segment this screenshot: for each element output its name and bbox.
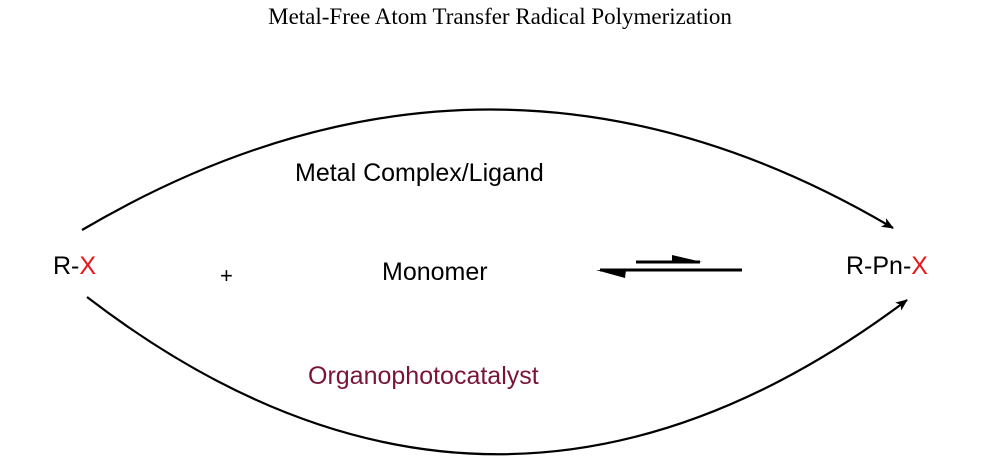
product-rpnx: R-Pn-X [846,252,928,281]
diagram-title: Metal-Free Atom Transfer Radical Polymer… [268,4,732,29]
product-prefix: R-Pn- [846,252,912,280]
plus-sign: + [220,263,233,288]
top-arc-arrow [81,108,894,231]
monomer-label: Monomer [382,258,488,286]
reactant-rx: R-X [53,252,96,281]
bottom-arc-arrow [86,296,908,456]
organophotocatalyst-label: Organophotocatalyst [308,362,539,390]
reactant-prefix: R- [53,252,80,280]
equilibrium-arrow [596,255,742,278]
product-halogen: X [911,252,928,280]
reactant-halogen: X [79,252,97,280]
metal-complex-label: Metal Complex/Ligand [295,159,544,187]
